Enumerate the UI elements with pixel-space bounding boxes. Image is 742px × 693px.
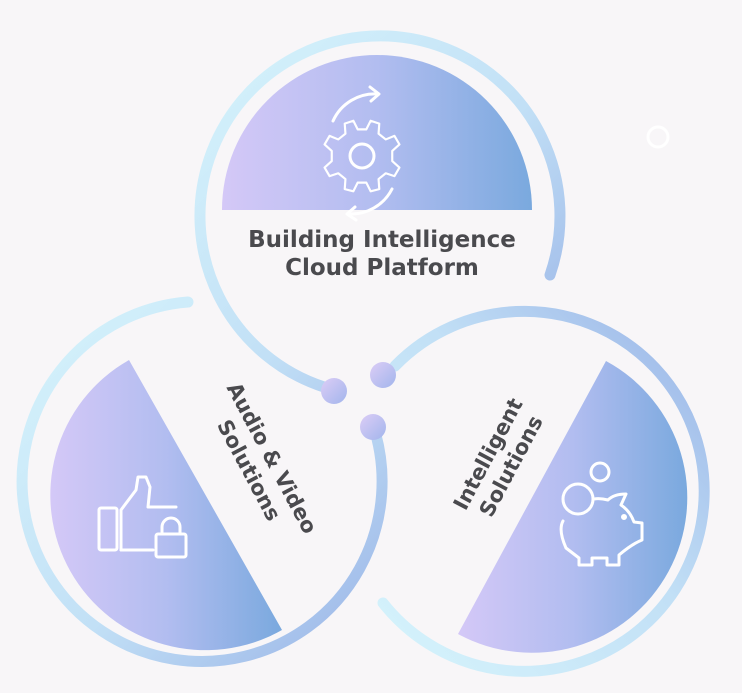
right-ring xyxy=(377,305,710,677)
left-ring xyxy=(16,296,388,667)
left-section: Audio & Video Solutions xyxy=(16,296,388,667)
connector-dot-left xyxy=(321,378,347,404)
right-section: Intelligent Solutions xyxy=(377,305,710,677)
top-ring xyxy=(194,30,566,393)
right-fill-half-disc xyxy=(458,361,688,653)
piggy-bank-icon xyxy=(559,461,644,567)
connector-dot-right xyxy=(370,362,396,388)
top-section: Building Intelligence Cloud Platform xyxy=(194,30,566,393)
thumbs-up-lock-icon xyxy=(97,475,188,559)
connector-dot-bottom xyxy=(360,414,386,440)
top-label-line1: Building Intelligence xyxy=(248,227,516,253)
gear-cycle-icon xyxy=(323,85,401,222)
top-label-line2: Cloud Platform xyxy=(285,255,479,281)
decorative-ring-icon xyxy=(646,125,670,149)
top-fill-semicircle xyxy=(222,55,532,210)
left-fill-half-disc xyxy=(50,360,282,651)
